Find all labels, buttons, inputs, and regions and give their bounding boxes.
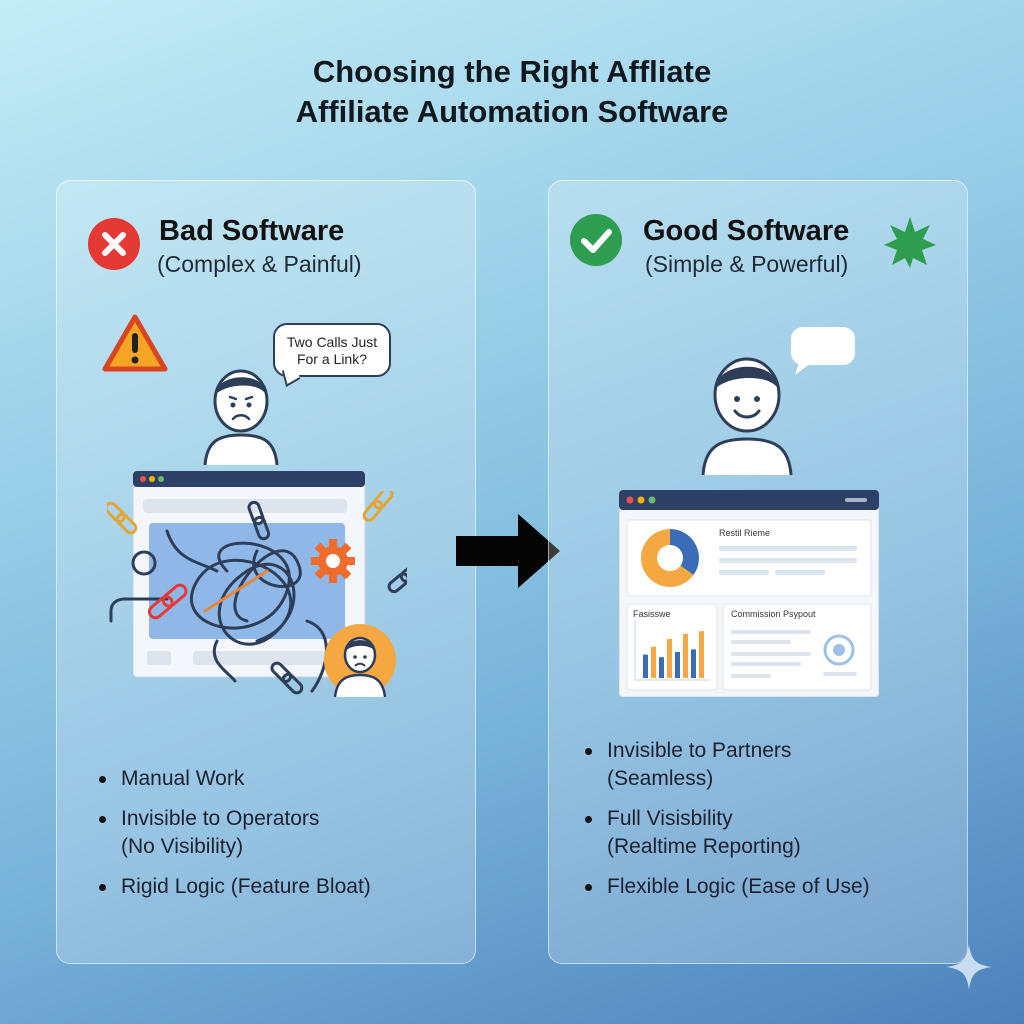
dashboard-pie-chart [641,529,699,587]
good-subheading: (Simple & Powerful) [645,251,849,277]
dashboard-card-title: Commission Psypout [731,609,816,619]
dashboard-card-title: Fasisswe [633,609,671,619]
bad-software-panel: Bad Software (Complex & Painful) Two Cal… [56,180,476,964]
list-item: Rigid Logic (Feature Bloat) [99,873,371,901]
bad-bullet-list: Manual Work Invisible to Operators (No Vi… [99,765,371,913]
check-circle-icon [569,213,623,267]
list-item: Invisible to Operators (No Visibility) [99,805,371,861]
warning-icon [101,313,169,378]
bullet-note: (Realtime Reporting) [607,835,801,858]
list-item: Flexible Logic (Ease of Use) [585,873,870,901]
good-software-panel: Good Software (Simple & Powerful) [548,180,968,964]
bullet-text: Invisible to Partners [607,739,792,762]
bar [659,657,664,678]
sparkle-icon [944,942,994,997]
dashboard-icon: Restil Rieme Fasisswe Commission Psypout [619,490,879,697]
list-item: Full Visisbility (Realtime Reporting) [585,805,870,861]
stressed-person-icon [323,623,397,702]
pie-slice [670,529,699,576]
bar [699,631,704,678]
bad-heading: Bad Software [159,215,345,247]
sad-person-icon [201,361,281,470]
speech-bubble: Two Calls Just For a Link? [273,323,391,387]
x-circle-icon [87,217,141,271]
bar [651,646,656,678]
bad-subheading: (Complex & Painful) [157,251,362,277]
gear-icon [309,537,357,590]
list-item: Manual Work [99,765,371,793]
bullet-text: Flexible Logic (Ease of Use) [607,875,870,898]
bullet-note: (Seamless) [607,767,714,790]
title-line-2: Affiliate Automation Software [295,94,729,129]
bullet-text: Manual Work [121,767,245,790]
good-heading: Good Software [643,215,850,247]
speech-bubble-icon [789,325,859,382]
dashboard-bar-chart [643,631,704,678]
bullet-text: Full Visisbility [607,807,733,830]
bullet-text: Rigid Logic (Feature Bloat) [121,875,371,898]
bar [691,649,696,678]
arrow-right-icon [456,514,562,593]
happy-person-icon [699,349,795,480]
star-burst-icon [883,215,937,274]
list-item: Invisible to Partners (Seamless) [585,737,870,793]
title: Choosing the Right Affliate Affiliate Au… [0,52,1024,132]
tangled-chains-icon [104,487,422,706]
title-line-1: Choosing the Right Affliate [312,54,712,89]
bar [683,633,688,678]
dashboard-card-title: Restil Rieme [719,528,771,538]
bar [675,652,680,678]
speech-line-1: Two Calls Just [286,334,378,350]
bullet-text: Invisible to Operators [121,807,320,830]
bar [667,639,672,678]
bullet-note: (No Visibility) [121,835,244,858]
bar [643,654,648,678]
speech-line-2: For a Link? [296,351,368,367]
good-bullet-list: Invisible to Partners (Seamless) Full Vis… [585,737,870,913]
